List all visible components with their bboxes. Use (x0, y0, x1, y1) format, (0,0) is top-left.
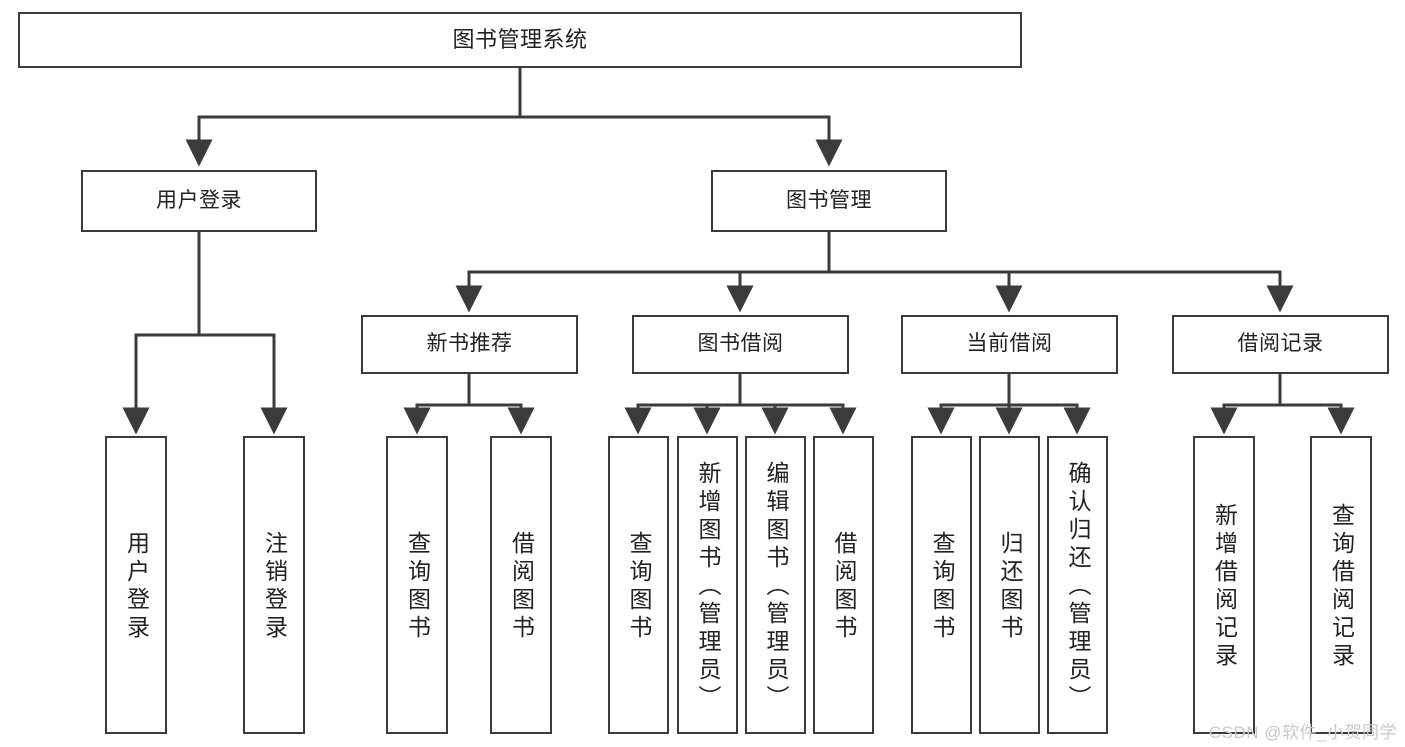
node-leaf-borrow-book-1[interactable]: 借阅图书 (490, 436, 552, 734)
watermark: CSDN @软件_小贺同学 (1208, 723, 1397, 742)
node-leaf-borrow-book-2[interactable]: 借阅图书 (813, 436, 874, 734)
node-leaf-query-book-1[interactable]: 查询图书 (386, 436, 448, 734)
node-label: 查询图书 (626, 531, 652, 643)
node-label: 归还图书 (997, 531, 1023, 643)
node-leaf-query-book-2[interactable]: 查询图书 (608, 436, 669, 734)
node-label: 借阅记录 (1237, 332, 1324, 356)
node-leaf-query-borrow-record[interactable]: 查询借阅记录 (1310, 436, 1372, 734)
node-book-borrow[interactable]: 图书借阅 (632, 315, 849, 374)
node-label: 用户登录 (156, 188, 242, 212)
node-leaf-add-book-admin[interactable]: 新增图书（管理员） (677, 436, 738, 734)
node-leaf-edit-book-admin[interactable]: 编辑图书（管理员） (745, 436, 806, 734)
node-book-management[interactable]: 图书管理 (711, 170, 947, 232)
node-user-login[interactable]: 用户登录 (81, 170, 317, 232)
node-leaf-logout-login[interactable]: 注销登录 (243, 436, 305, 734)
node-label: 编辑图书（管理员） (763, 461, 789, 713)
node-label: 当前借阅 (966, 332, 1053, 356)
node-label: 新书推荐 (426, 332, 513, 356)
node-label: 借阅图书 (831, 531, 857, 643)
node-leaf-confirm-return-admin[interactable]: 确认归还（管理员） (1047, 436, 1108, 734)
node-label: 查询图书 (929, 531, 955, 643)
node-label: 图书管理系统 (452, 27, 588, 53)
node-new-book-recommend[interactable]: 新书推荐 (361, 315, 578, 374)
node-current-borrow[interactable]: 当前借阅 (901, 315, 1118, 374)
node-label: 图书管理 (786, 188, 872, 212)
node-leaf-add-borrow-record[interactable]: 新增借阅记录 (1193, 436, 1255, 734)
node-label: 图书借阅 (697, 332, 784, 356)
node-leaf-user-login[interactable]: 用户登录 (105, 436, 167, 734)
node-root-book-management-system[interactable]: 图书管理系统 (18, 12, 1022, 68)
node-label: 借阅图书 (508, 531, 535, 643)
node-label: 注销登录 (261, 531, 288, 643)
node-leaf-return-book[interactable]: 归还图书 (979, 436, 1040, 734)
node-borrow-record[interactable]: 借阅记录 (1172, 315, 1389, 374)
node-label: 确认归还（管理员） (1065, 461, 1091, 713)
node-leaf-query-book-3[interactable]: 查询图书 (911, 436, 972, 734)
node-label: 查询图书 (404, 531, 431, 643)
node-label: 新增借阅记录 (1211, 503, 1238, 671)
node-label: 新增图书（管理员） (695, 461, 721, 713)
node-label: 查询借阅记录 (1328, 503, 1355, 671)
node-label: 用户登录 (123, 531, 150, 643)
